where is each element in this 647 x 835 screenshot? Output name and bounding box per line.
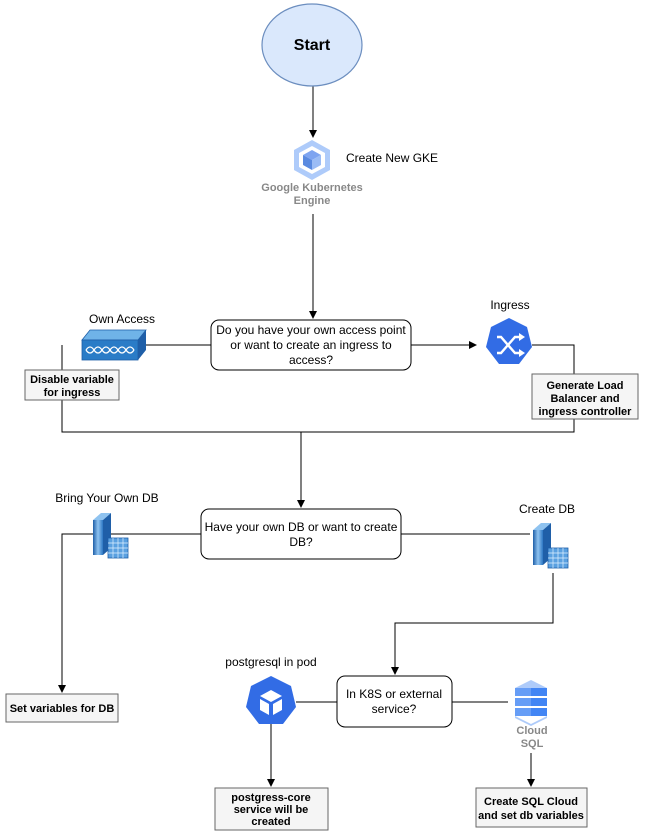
start-node: Start (261, 3, 363, 87)
kubernetes-pod-icon (246, 676, 296, 724)
byo-db-node: Bring Your Own DB Set variables for DB (5, 491, 159, 723)
gke-name-line1: Google Kubernetes (261, 182, 362, 194)
pg-pod-label: postgresql in pod (225, 655, 316, 669)
start-label: Start (294, 37, 331, 54)
cloud-sql-note-line1: Create SQL Cloud (484, 796, 578, 808)
decision-access-line1: Do you have your own access point (216, 323, 406, 337)
own-access-label: Own Access (89, 312, 155, 326)
own-access-note-box (24, 369, 120, 401)
byo-db-note-box (5, 693, 119, 723)
pg-pod-note-line1: postgress-core (231, 792, 310, 804)
decision-access-line3: access? (289, 353, 333, 367)
byo-db-label: Bring Your Own DB (55, 491, 158, 505)
database-server-icon-create (533, 523, 569, 569)
gke-caption: Create New GKE (346, 151, 438, 165)
ingress-note-line2: Balancer and (550, 393, 619, 405)
database-server-icon-byo (93, 513, 129, 559)
decision-k8s: In K8S or external service? (336, 675, 453, 728)
ingress-note-line1: Generate Load (546, 380, 623, 392)
pg-pod-note-box (214, 787, 329, 831)
decision-access: Do you have your own access point or wan… (210, 319, 412, 371)
cloud-sql-icon (515, 680, 547, 726)
edge-to-byo (58, 533, 201, 693)
edge-to-k8s-decision (391, 573, 554, 675)
edge-bottom-loop (61, 344, 575, 433)
ingress-label: Ingress (490, 298, 529, 312)
ingress-note-box (531, 373, 639, 420)
pg-pod-note-line2: service will be (234, 804, 309, 816)
cloud-sql-name-line2: SQL (521, 738, 544, 750)
gke-name-line2: Engine (294, 195, 331, 207)
own-access-node: Own Access Disable variable for ingress (24, 312, 155, 401)
pg-pod-node: postgresql in pod postgress-core service… (214, 655, 329, 831)
cloud-sql-note-box (475, 787, 588, 828)
gke-node: Google Kubernetes Engine Create New GKE (261, 140, 438, 207)
cloud-sql-node: Cloud SQL Create SQL Cloud and set db va… (475, 680, 588, 828)
network-device-icon (81, 329, 147, 361)
decision-db: Have your own DB or want to create DB? (200, 508, 402, 560)
create-db-node: Create DB (519, 502, 575, 569)
decision-k8s-line2: service? (372, 702, 417, 716)
cloud-sql-name-line1: Cloud (516, 725, 547, 737)
decision-access-line2: or want to create an ingress to (230, 338, 392, 352)
ingress-icon (486, 318, 532, 364)
gke-icon (294, 140, 330, 180)
ingress-node: Ingress Generate Load Balancer and ingre… (486, 298, 639, 420)
ingress-note-line3: ingress controller (539, 406, 633, 418)
decision-db-line1: Have your own DB or want to create (205, 520, 398, 534)
byo-db-note: Set variables for DB (10, 703, 115, 715)
own-access-note-line1: Disable variable (30, 374, 114, 386)
cloud-sql-note-line2: and set db variables (478, 810, 584, 822)
own-access-note-line2: for ingress (44, 387, 101, 399)
decision-k8s-line1: In K8S or external (346, 687, 442, 701)
decision-db-line2: DB? (289, 535, 313, 549)
pg-pod-note-line3: created (251, 816, 290, 828)
create-db-label: Create DB (519, 502, 575, 516)
edges (58, 86, 575, 787)
